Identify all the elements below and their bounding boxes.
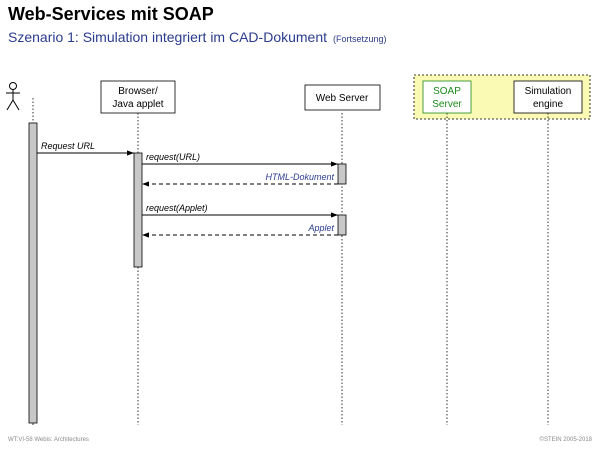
subtitle-text: Szenario 1: Simulation integriert im CAD…	[8, 29, 328, 45]
actor-activation	[28, 122, 38, 424]
participant-browser: Browser/ Java applet	[100, 80, 176, 114]
message-html-dokument-label: HTML-Dokument	[265, 172, 334, 182]
participant-soap-server: SOAP Server	[422, 80, 472, 114]
subtitle-note: (Fortsetzung)	[333, 34, 387, 44]
actor-icon	[6, 82, 20, 111]
page-title: Web-Services mit SOAP	[8, 4, 214, 24]
webserver-activation-2	[337, 214, 347, 236]
participant-soap-line2: Server	[432, 99, 462, 110]
participant-webserver: Web Server	[304, 84, 381, 111]
message-request-url-webserver: request(URL)	[142, 152, 338, 167]
participant-webserver-label: Web Server	[316, 93, 369, 104]
participant-sim-line1: Simulation	[525, 86, 572, 97]
message-request-url-label: Request URL	[41, 141, 95, 151]
message-request-url-webserver-label: request(URL)	[146, 152, 200, 162]
message-request-applet: request(Applet)	[142, 203, 338, 218]
participant-browser-line1: Browser/	[118, 86, 158, 97]
message-applet: Applet	[142, 223, 338, 238]
message-applet-label: Applet	[307, 223, 334, 233]
browser-activation	[133, 152, 143, 268]
footer-right: ©STEIN 2005-2018	[539, 437, 592, 443]
participant-sim-line2: engine	[533, 99, 563, 110]
webserver-activation-1	[337, 163, 347, 185]
participant-sim-engine: Simulation engine	[513, 80, 583, 114]
message-html-dokument: HTML-Dokument	[142, 172, 338, 187]
message-request-url: Request URL	[37, 141, 134, 156]
participant-browser-line2: Java applet	[112, 99, 163, 110]
message-request-applet-label: request(Applet)	[146, 203, 208, 213]
page-subtitle: Szenario 1: Simulation integriert im CAD…	[8, 29, 387, 45]
footer-left: WT:VI-58 Webis: Architectures	[8, 437, 89, 443]
participant-soap-line1: SOAP	[433, 86, 461, 97]
